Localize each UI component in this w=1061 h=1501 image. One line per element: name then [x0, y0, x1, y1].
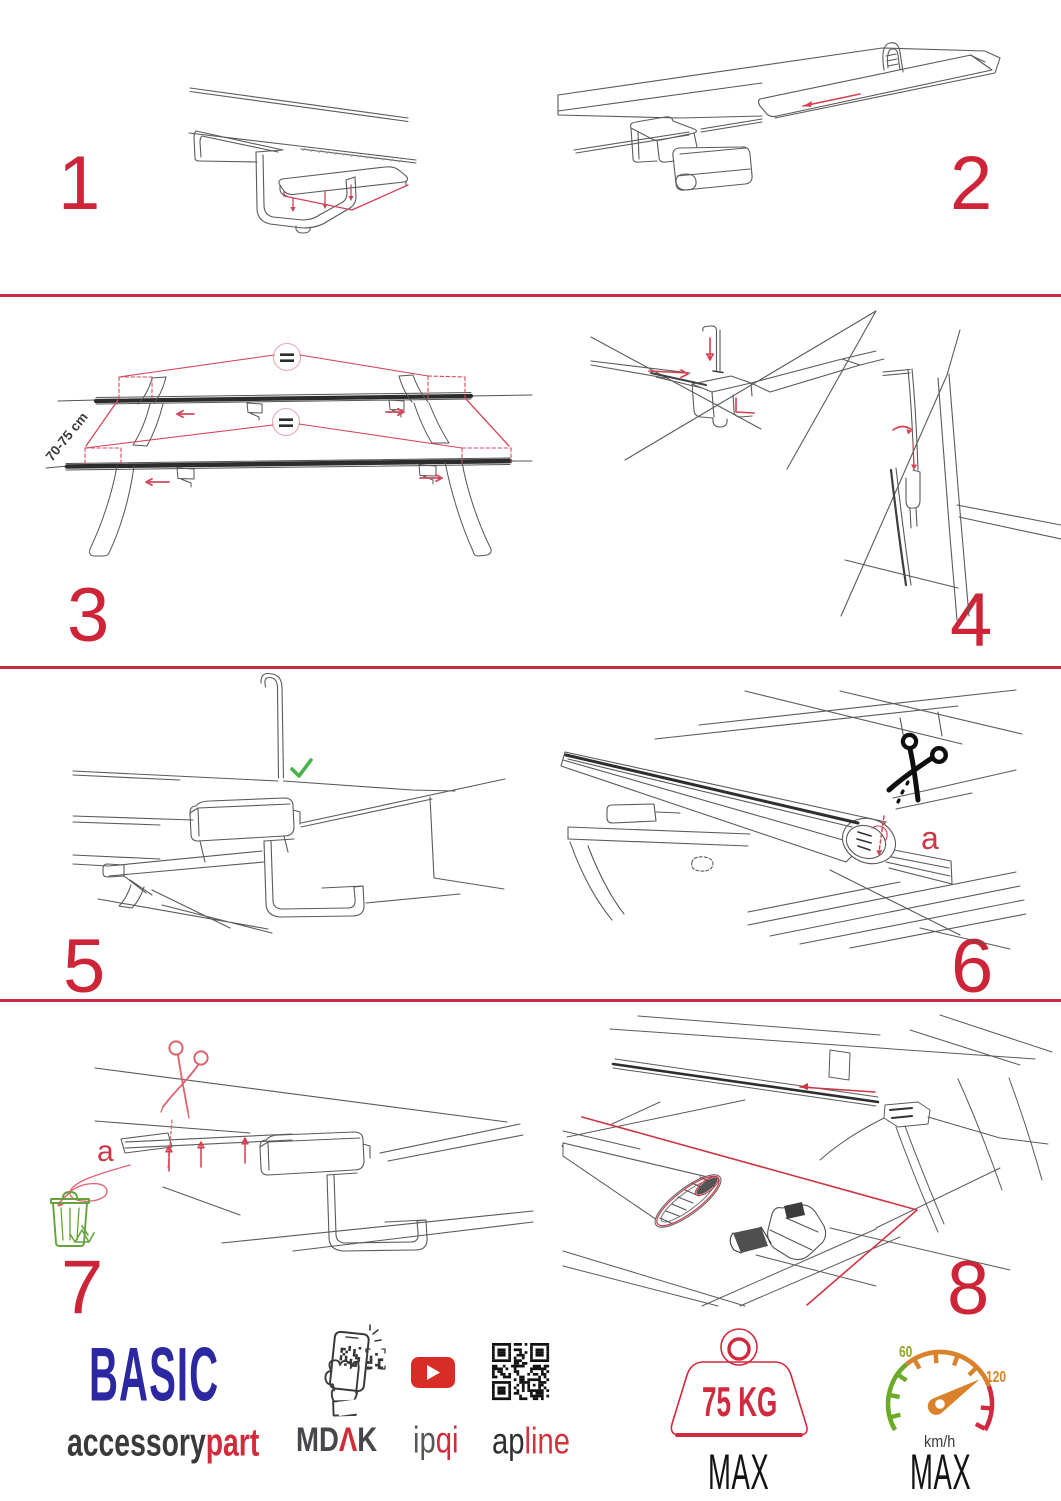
svg-text:a: a	[921, 820, 939, 856]
svg-text:70-75 cm: 70-75 cm	[43, 410, 91, 464]
svg-text:a: a	[97, 1135, 114, 1168]
